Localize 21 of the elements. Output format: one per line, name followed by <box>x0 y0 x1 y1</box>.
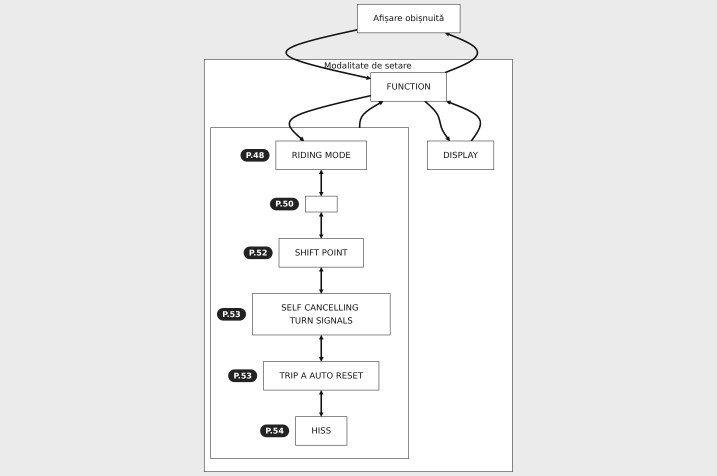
arrow <box>424 100 450 142</box>
node-box: SHIFT POINT <box>278 238 364 268</box>
node-box: HISS <box>295 416 348 446</box>
node-box: DISPLAY <box>427 140 494 170</box>
node-box: RIDING MODE <box>276 140 368 170</box>
node-box: FUNCTION <box>370 72 448 102</box>
arrow <box>319 170 324 196</box>
arrow <box>359 101 384 128</box>
cluster <box>210 128 410 459</box>
arrow <box>319 390 324 417</box>
arrow <box>319 212 324 239</box>
arrow <box>319 335 324 362</box>
node-box: SELF CANCELLING TURN SIGNALS <box>252 293 391 336</box>
arrow <box>445 32 478 74</box>
node-box: Afișare obișnuită <box>357 4 461 34</box>
arrow <box>319 267 324 294</box>
arrow <box>288 94 372 142</box>
node-box <box>305 196 338 212</box>
node-box: TRIP A AUTO RESET <box>263 361 380 390</box>
arrow <box>446 100 482 142</box>
arrow <box>286 29 372 80</box>
